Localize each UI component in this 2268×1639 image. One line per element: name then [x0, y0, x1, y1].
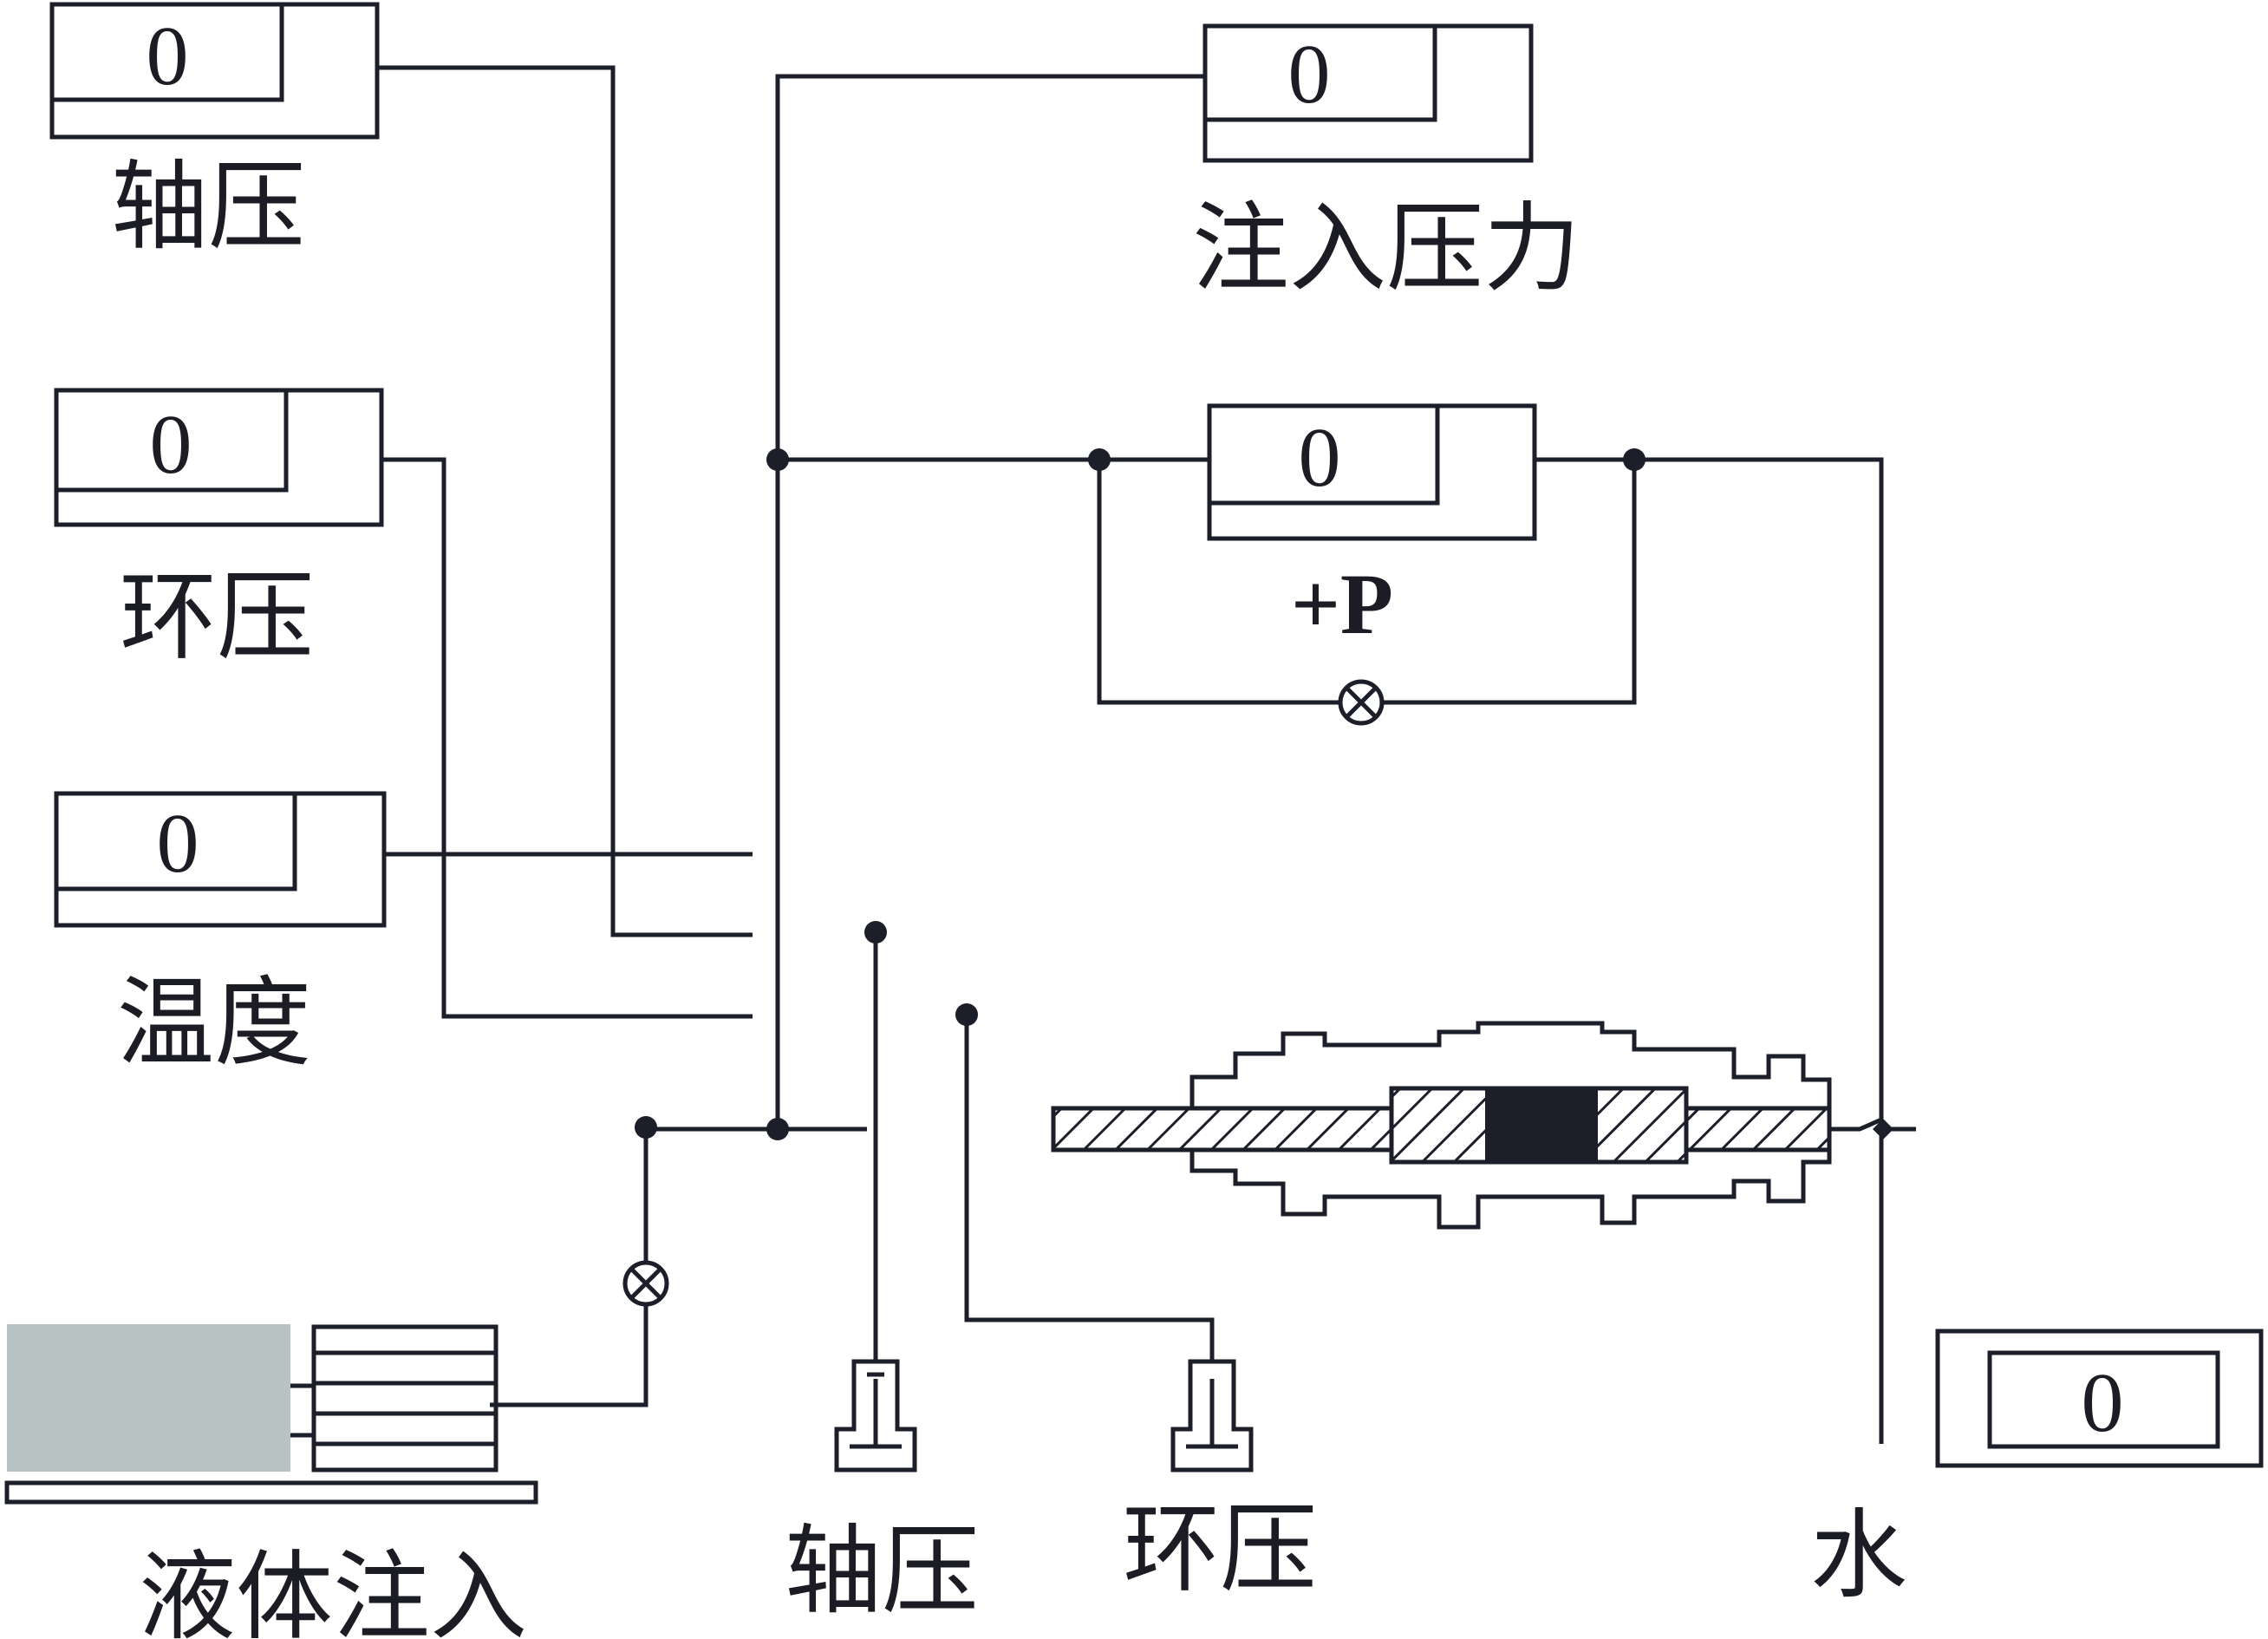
valve-icon [622, 1260, 669, 1307]
confining-display-label: 环压 [120, 565, 314, 672]
axial-display-value: 0 [147, 10, 189, 103]
injection-display-value: 0 [1288, 28, 1331, 121]
liquid-injection-pump [4, 1324, 538, 1505]
confining-pump-label: 环压 [1123, 1497, 1317, 1604]
temperature-display-label: 温度 [117, 970, 311, 1078]
junction-dot-icon [635, 448, 1646, 1140]
water-label: 水 [1810, 1503, 1907, 1610]
core-holder-body [1189, 1021, 1832, 1230]
differential-pressure-display [1207, 403, 1537, 541]
axial-pump-label: 轴压 [785, 1518, 979, 1626]
injection-pressure-display [1202, 23, 1534, 163]
confining-pressure-display [54, 388, 384, 527]
core-holder-internals [1051, 1086, 1916, 1165]
confining-signal-line [381, 457, 753, 1019]
axial-signal-line [377, 65, 753, 937]
temperature-display-value: 0 [157, 797, 199, 891]
liquid-injection-label: 液体注入 [139, 1544, 527, 1639]
axial-pressure-display [49, 2, 380, 140]
injection-pressure-line [775, 74, 1205, 1129]
water-output-display [1935, 1329, 2264, 1468]
water-display-value: 0 [2082, 1356, 2124, 1450]
injection-display-label: 注入压力 [1192, 196, 1580, 304]
hand-pump-icon [834, 1359, 917, 1472]
axial-display-label: 轴压 [111, 154, 305, 262]
differential-downstream-line [1535, 457, 1884, 1444]
hand-pump-icon [1170, 1359, 1254, 1472]
differential-display-label: +P [1291, 556, 1393, 652]
differential-display-value: 0 [1299, 411, 1341, 505]
confining-display-value: 0 [150, 398, 192, 492]
valve-icon [1338, 679, 1385, 726]
temperature-display [54, 791, 387, 928]
confining-pump-line [964, 1013, 1215, 1361]
bypass-loop-line [1097, 460, 1342, 705]
rock-core-sample [1485, 1088, 1598, 1162]
